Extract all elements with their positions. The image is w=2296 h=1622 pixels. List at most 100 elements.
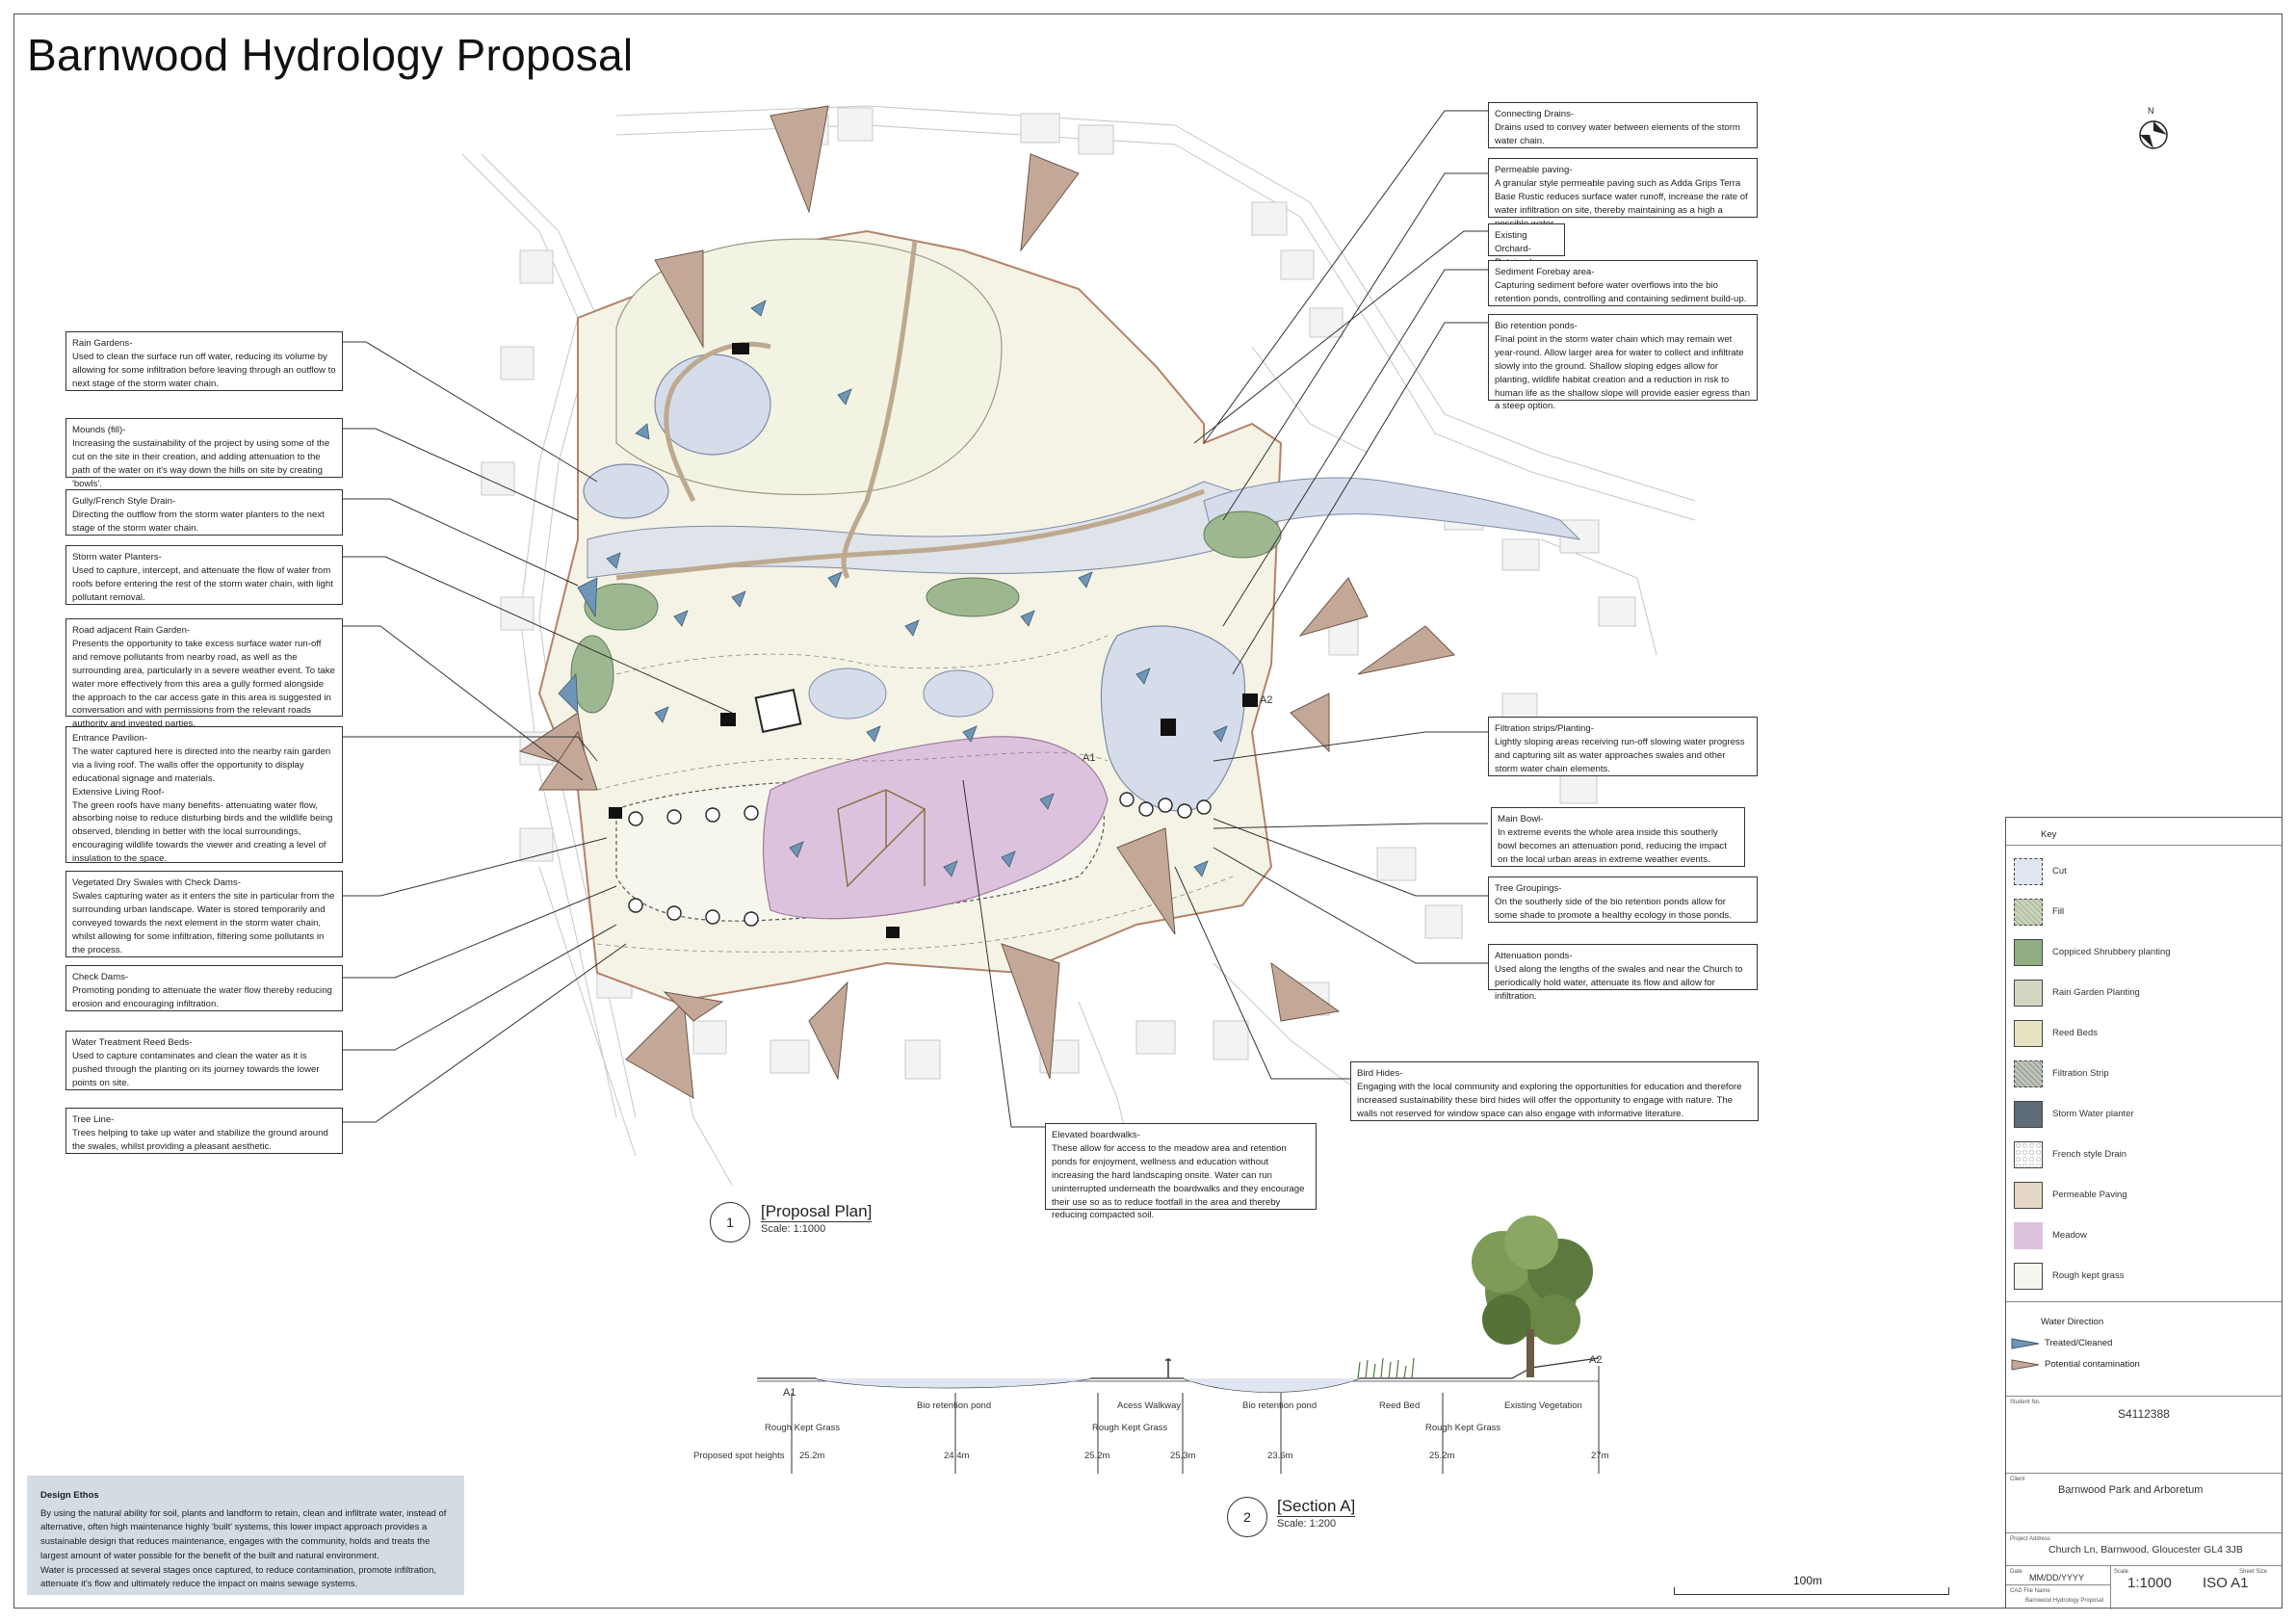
water-direction-heading: Water Direction <box>2041 1317 2104 1327</box>
annotation-heading: Tree Line- <box>72 1114 115 1125</box>
annotation-heading: Filtration strips/Planting- <box>1495 723 1594 734</box>
annotation-bio-retention-ponds: Bio retention ponds- Final point in the … <box>1488 314 1758 411</box>
legend-label: Cut <box>2052 866 2067 876</box>
annotation-body: Promoting ponding to attenuate the water… <box>72 984 332 1009</box>
annotation-french-drain: Gully/French Style Drain- Directing the … <box>65 489 343 536</box>
section-label: Bio retention pond <box>917 1400 992 1411</box>
annotation-heading: Check Dams- <box>72 972 129 982</box>
annotation-heading: Existing Orchard- <box>1495 230 1531 254</box>
leader-lines <box>343 110 1488 1128</box>
plan-title: [Proposal Plan] <box>761 1202 873 1222</box>
sheet-size-label: Sheet Size <box>2239 1569 2268 1575</box>
design-ethos-panel: Design Ethos By using the natural abilit… <box>27 1476 464 1595</box>
section-label: Bio retention pond <box>1242 1400 1318 1411</box>
annotation-storm-water-planters: Storm water Planters- Used to capture, i… <box>65 545 343 605</box>
spot-height: 25.2m <box>799 1451 825 1461</box>
drawing-scale: 1:1000 <box>2127 1575 2172 1591</box>
section-marker-a1: A1 <box>1083 752 1095 764</box>
annotation-attenuation-ponds: Attenuation ponds- Used along the length… <box>1488 944 1758 1002</box>
ethos-body: By using the natural ability for soil, p… <box>40 1507 447 1561</box>
annotation-heading: Sediment Forebay area- <box>1495 267 1595 277</box>
date-value: MM/DD/YYYY <box>2029 1573 2085 1583</box>
annotation-heading: Main Bowl- <box>1498 814 1544 824</box>
legend-item: Rain Garden Planting <box>2006 972 2282 1012</box>
annotation-reed-beds: Water Treatment Reed Beds- Used to captu… <box>65 1031 343 1090</box>
treated-arrow-icon <box>2011 1338 2040 1349</box>
section-marker-start: A1 <box>783 1387 796 1399</box>
ethos-heading: Design Ethos <box>40 1490 99 1501</box>
contamination-arrows <box>518 105 1456 1099</box>
annotation-body: Used to capture contaminates and clean t… <box>72 1050 320 1088</box>
annotation-body: In extreme events the whole area inside … <box>1498 826 1727 865</box>
annotation-heading: Bird Hides- <box>1357 1068 1403 1079</box>
section-label: Reed Bed <box>1379 1400 1421 1411</box>
annotation-body: Engaging with the local community and ex… <box>1357 1081 1742 1119</box>
entrance-pavilion <box>754 689 802 733</box>
ethos-body-2: Water is processed at several stages onc… <box>40 1564 437 1590</box>
legend-swatch <box>2014 1222 2043 1249</box>
date-label: Date <box>2010 1569 2022 1575</box>
legend-swatch <box>2014 1263 2043 1290</box>
annotation-body: On the southerly side of the bio retenti… <box>1495 896 1732 921</box>
annotation-heading: Mounds (fill)- <box>72 425 126 435</box>
legend-swatch <box>2014 858 2043 885</box>
annotation-heading: Road adjacent Rain Garden- <box>72 625 191 636</box>
annotation-body: Used to clean the surface run off water,… <box>72 351 336 389</box>
annotation-permeable-paving: Permeable paving- A granular style perme… <box>1488 158 1758 229</box>
student-label: Student No. <box>2010 1400 2041 1405</box>
cad-label: CAD File Name <box>2010 1588 2050 1594</box>
annotation-body: These allow for access to the meadow are… <box>1052 1142 1305 1221</box>
annotation-heading: Rain Gardens- <box>72 338 133 349</box>
annotation-body: Increasing the sustainability of the pro… <box>72 437 330 489</box>
annotation-body: Swales capturing water as it enters the … <box>72 890 335 955</box>
legend-item: Filtration Strip <box>2006 1053 2282 1093</box>
section-number: 2 <box>1227 1497 1267 1537</box>
annotation-tree-line: Tree Line- Trees helping to take up wate… <box>65 1108 343 1154</box>
annotation-elevated-boardwalks: Elevated boardwalks- These allow for acc… <box>1045 1123 1317 1220</box>
scale-label: Scale <box>2114 1569 2129 1575</box>
spot-heights-label: Proposed spot heights <box>693 1451 785 1461</box>
annotation-heading: Elevated boardwalks- <box>1052 1130 1140 1140</box>
section-title: [Section A] <box>1277 1497 1356 1517</box>
section-scale: Scale: 1:200 <box>1277 1518 1337 1530</box>
legend-label: Permeable Paving <box>2052 1190 2127 1200</box>
annotation-body: Lightly sloping areas receiving run-off … <box>1495 736 1745 774</box>
north-arrow-icon <box>2139 120 2168 149</box>
legend-swatch <box>2014 1060 2043 1087</box>
annotation-tree-groupings: Tree Groupings- On the southerly side of… <box>1488 876 1758 923</box>
annotation-road-rain-garden: Road adjacent Rain Garden- Presents the … <box>65 618 343 729</box>
annotation-body: Presents the opportunity to take excess … <box>72 638 335 730</box>
annotation-body-2: The green roofs have many benefits- atte… <box>72 799 333 865</box>
annotation-bird-hides: Bird Hides- Engaging with the local comm… <box>1350 1061 1759 1121</box>
legend-item: Treated/Cleaned <box>2006 1336 2282 1355</box>
legend-item: Cut <box>2006 850 2282 891</box>
annotation-heading: Tree Groupings- <box>1495 883 1562 894</box>
plan-scale: Scale: 1:1000 <box>761 1223 826 1235</box>
legend-label: Meadow <box>2052 1230 2087 1241</box>
spot-height: 25.3m <box>1170 1451 1196 1461</box>
legend-swatch <box>2014 1182 2043 1209</box>
tree-groupings <box>628 792 1212 927</box>
legend-swatch <box>2014 939 2043 966</box>
drawing-sheet-border <box>13 13 2283 1609</box>
annotation-heading: Permeable paving- <box>1495 165 1573 175</box>
treated-arrows <box>558 300 1228 877</box>
legend-item: French style Drain <box>2006 1134 2282 1174</box>
legend-label: Filtration Strip <box>2052 1068 2109 1079</box>
scale-bar-label: 100m <box>1793 1574 1823 1587</box>
north-label: N <box>2148 106 2154 116</box>
section-label: Acess Walkway <box>1117 1400 1182 1411</box>
section-label: Existing Vegetation <box>1504 1400 1582 1411</box>
annotation-heading: Water Treatment Reed Beds- <box>72 1037 193 1048</box>
legend-swatch <box>2014 1101 2043 1128</box>
spot-height: 27m <box>1591 1451 1609 1461</box>
annotation-main-bowl: Main Bowl- In extreme events the whole a… <box>1491 807 1745 867</box>
annotation-body: Drains used to convey water between elem… <box>1495 121 1740 146</box>
legend-item: Reed Beds <box>2006 1012 2282 1053</box>
legend-label: Rough kept grass <box>2052 1270 2125 1281</box>
client-label: Client <box>2010 1477 2025 1482</box>
legend-swatch <box>2014 899 2043 926</box>
legend-swatch <box>2014 1020 2043 1047</box>
legend-label: Reed Beds <box>2052 1028 2099 1038</box>
legend-item: Fill <box>2006 891 2282 931</box>
